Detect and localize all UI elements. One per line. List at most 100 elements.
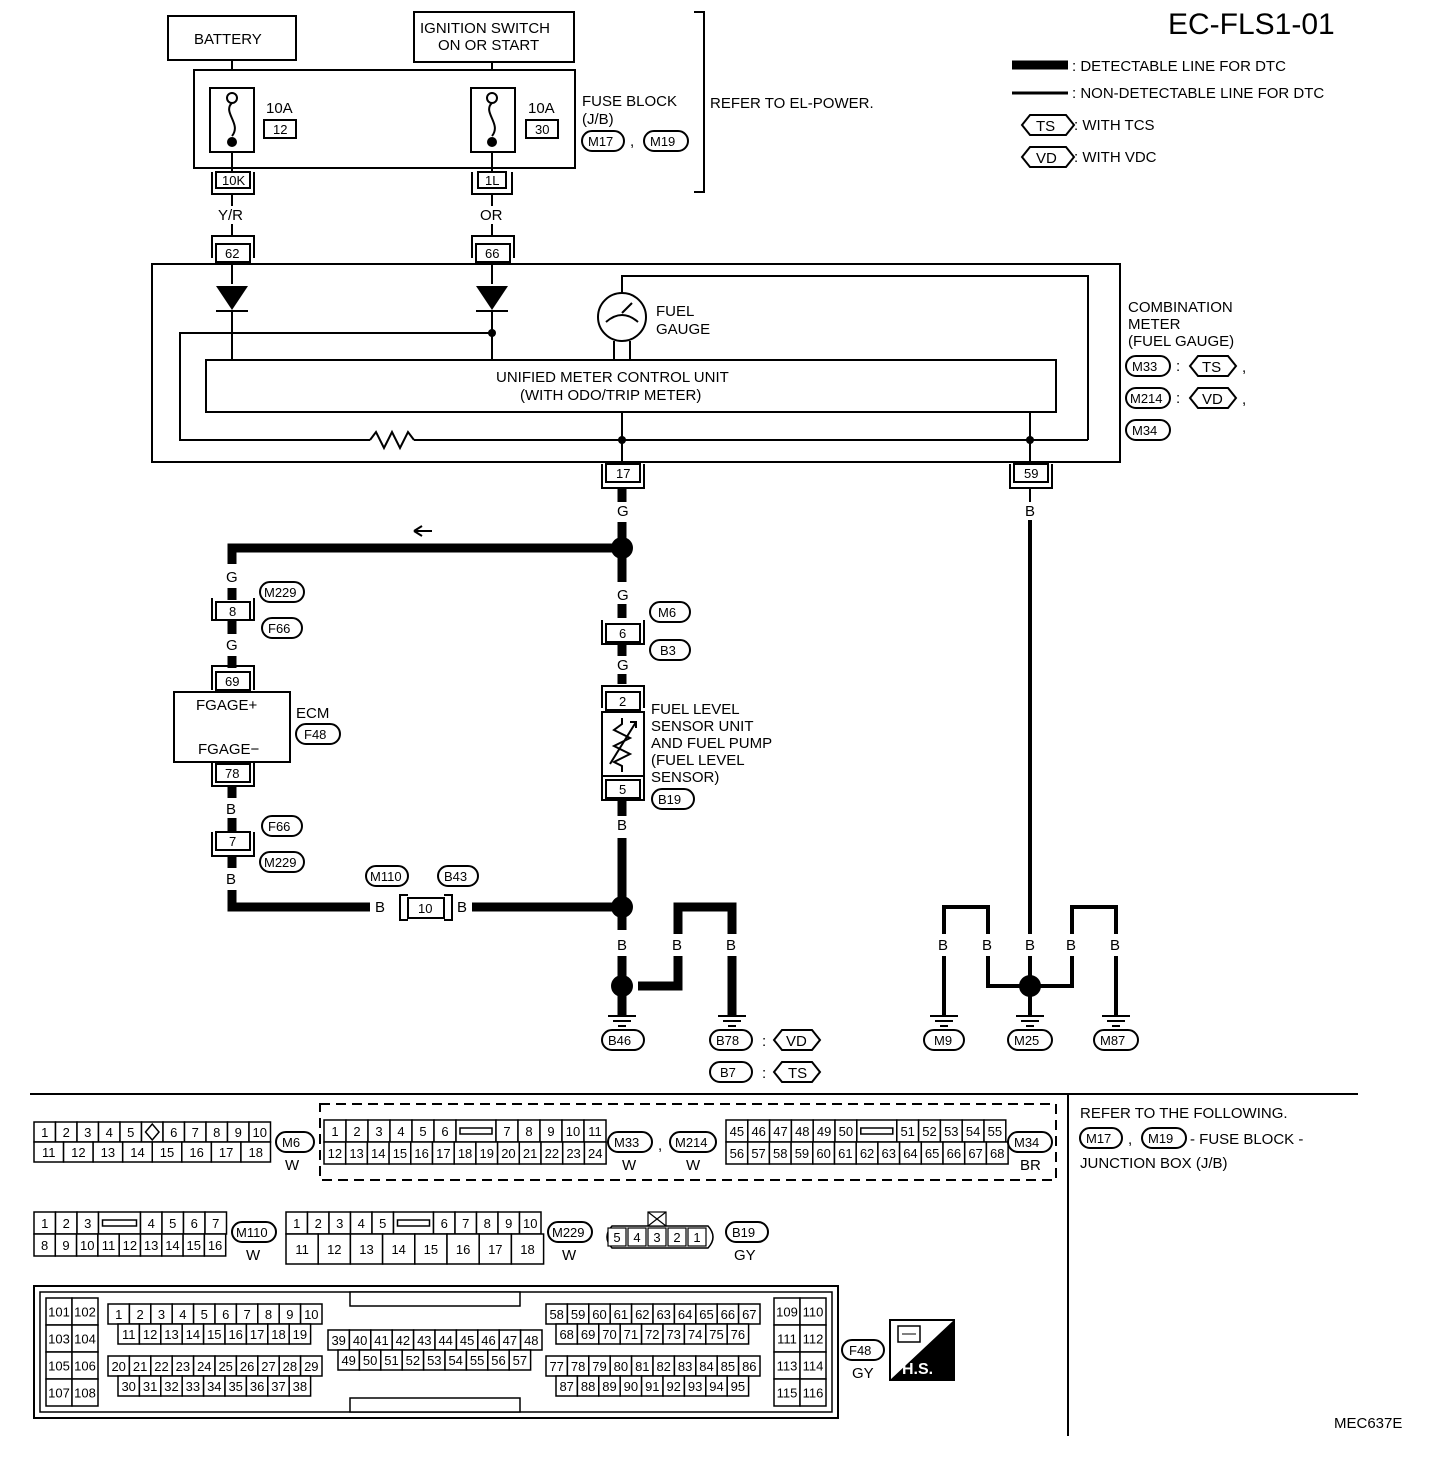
- m229-pin-7: 7: [462, 1216, 469, 1231]
- meter-conn-m34: M34: [1132, 423, 1157, 438]
- m110-pin-14: 14: [165, 1238, 179, 1253]
- f48-pin-35: 35: [228, 1379, 242, 1394]
- m34-pin-57: 57: [751, 1146, 765, 1161]
- f48-pin-18: 18: [271, 1327, 285, 1342]
- f48-pin-13: 13: [164, 1327, 178, 1342]
- unified-meter-control-unit: [205, 359, 1057, 413]
- m110-pin-9: 9: [62, 1238, 69, 1253]
- f48-pin-86: 86: [742, 1359, 756, 1374]
- f48-pin-72: 72: [645, 1327, 659, 1342]
- legend-with-vdc: : WITH VDC: [1074, 149, 1157, 166]
- conn-m229-color: W: [562, 1247, 577, 1264]
- m33-pin-4: 4: [397, 1124, 404, 1139]
- hs-harness-side-icon: H.S.: [889, 1319, 955, 1381]
- m34-pin-54: 54: [966, 1124, 980, 1139]
- conn-m6-color: W: [285, 1157, 300, 1174]
- f48-pin-8: 8: [265, 1307, 272, 1322]
- m33-pin-17: 17: [436, 1146, 450, 1161]
- m110-pin-1: 1: [41, 1216, 48, 1231]
- f48-pin-52: 52: [406, 1353, 420, 1368]
- m229-pin-16: 16: [456, 1242, 470, 1257]
- f48-pin-102: 102: [74, 1305, 96, 1320]
- wire-b-4: B: [457, 899, 467, 916]
- m33-pin-16: 16: [414, 1146, 428, 1161]
- f48-pin-92: 92: [666, 1379, 680, 1394]
- m6-pin-6: 6: [170, 1125, 177, 1140]
- f48-pin-20: 20: [111, 1359, 125, 1374]
- m33-pin-2: 2: [353, 1124, 360, 1139]
- f48-pin-79: 79: [592, 1359, 606, 1374]
- refer-conn2: M19: [1148, 1131, 1173, 1146]
- f48-pin-2: 2: [136, 1307, 143, 1322]
- legend-non-detectable: : NON-DETECTABLE LINE FOR DTC: [1072, 85, 1324, 102]
- m110-pin-11: 11: [102, 1238, 116, 1253]
- m229-pin-1: 1: [293, 1216, 300, 1231]
- f48-pin-73: 73: [666, 1327, 680, 1342]
- m6-pin-14: 14: [130, 1145, 144, 1160]
- f48-pin-9: 9: [286, 1307, 293, 1322]
- joint-7: 7: [229, 834, 236, 849]
- f48-pin-46: 46: [481, 1333, 495, 1348]
- unified-line2: (WITH ODO/TRIP METER): [520, 387, 701, 404]
- meter-conn-m214: M214: [1130, 391, 1163, 406]
- fuel-gauge-label2: GAUGE: [656, 321, 710, 338]
- f48-pin-69: 69: [581, 1327, 595, 1342]
- sensor-term-2: 2: [619, 694, 626, 709]
- m33-pin-23: 23: [566, 1146, 580, 1161]
- b19-pin-3: 3: [653, 1230, 660, 1245]
- f48-pin-81: 81: [635, 1359, 649, 1374]
- f48-pin-56: 56: [491, 1353, 505, 1368]
- m33-pin-3: 3: [375, 1124, 382, 1139]
- m33-pin-20: 20: [501, 1146, 515, 1161]
- f48-pin-41: 41: [374, 1333, 388, 1348]
- ignition-line1: IGNITION SWITCH: [420, 20, 550, 37]
- m33-pin-10: 10: [566, 1124, 580, 1139]
- f48-pin-5: 5: [201, 1307, 208, 1322]
- f48-pin-78: 78: [571, 1359, 585, 1374]
- fuse-block-conn2: M19: [650, 134, 675, 149]
- f48-pin-91: 91: [645, 1379, 659, 1394]
- meter-label3: (FUEL GAUGE): [1128, 333, 1234, 350]
- b19-pin-5: 5: [613, 1230, 620, 1245]
- f48-pin-1: 1: [115, 1307, 122, 1322]
- m6-pin-1: 1: [41, 1125, 48, 1140]
- ground-m25: M25: [1014, 1033, 1039, 1048]
- ecm-conn: F48: [304, 727, 326, 742]
- f48-pin-57: 57: [513, 1353, 527, 1368]
- f48-pin-58: 58: [549, 1307, 563, 1322]
- meter-comma-2: ,: [1242, 391, 1246, 408]
- m33-pin-19: 19: [480, 1146, 494, 1161]
- f48-pin-26: 26: [240, 1359, 254, 1374]
- f48-pin-104: 104: [74, 1332, 96, 1347]
- m33-pin-14: 14: [371, 1146, 385, 1161]
- ground-b78-icon: [718, 1015, 746, 1027]
- f48-pin-63: 63: [656, 1307, 670, 1322]
- m110-pin-3: 3: [84, 1216, 91, 1231]
- b7-tcs-tag: TS: [788, 1065, 807, 1082]
- conn-m34-id: M34: [1014, 1135, 1039, 1150]
- m33-pin-13: 13: [349, 1146, 363, 1161]
- wire-b-9: B: [1025, 503, 1035, 520]
- m229-pin-8: 8: [484, 1216, 491, 1231]
- legend-tcs-tag: TS: [1036, 118, 1055, 135]
- m6-pin-17: 17: [219, 1145, 233, 1160]
- m6-pin-4: 4: [106, 1125, 113, 1140]
- term-66: 66: [485, 246, 499, 261]
- m110-pin-13: 13: [144, 1238, 158, 1253]
- f48-pin-116: 116: [803, 1386, 824, 1401]
- ground-m87: M87: [1100, 1033, 1125, 1048]
- conn-m110-id: M110: [236, 1225, 268, 1240]
- f48-pin-95: 95: [731, 1379, 745, 1394]
- f48-pin-31: 31: [143, 1379, 157, 1394]
- f48-pin-7: 7: [243, 1307, 250, 1322]
- fuse-block-bracket: [694, 11, 705, 193]
- f48-pin-25: 25: [218, 1359, 232, 1374]
- wire-g-4: G: [617, 587, 629, 604]
- m6-pin-9: 9: [235, 1125, 242, 1140]
- m229-pin-3: 3: [336, 1216, 343, 1231]
- wire-b-1: B: [226, 801, 236, 818]
- conn-m229-id: M229: [552, 1225, 585, 1240]
- m6-pin-5: 5: [127, 1125, 134, 1140]
- diode-2: [476, 286, 508, 310]
